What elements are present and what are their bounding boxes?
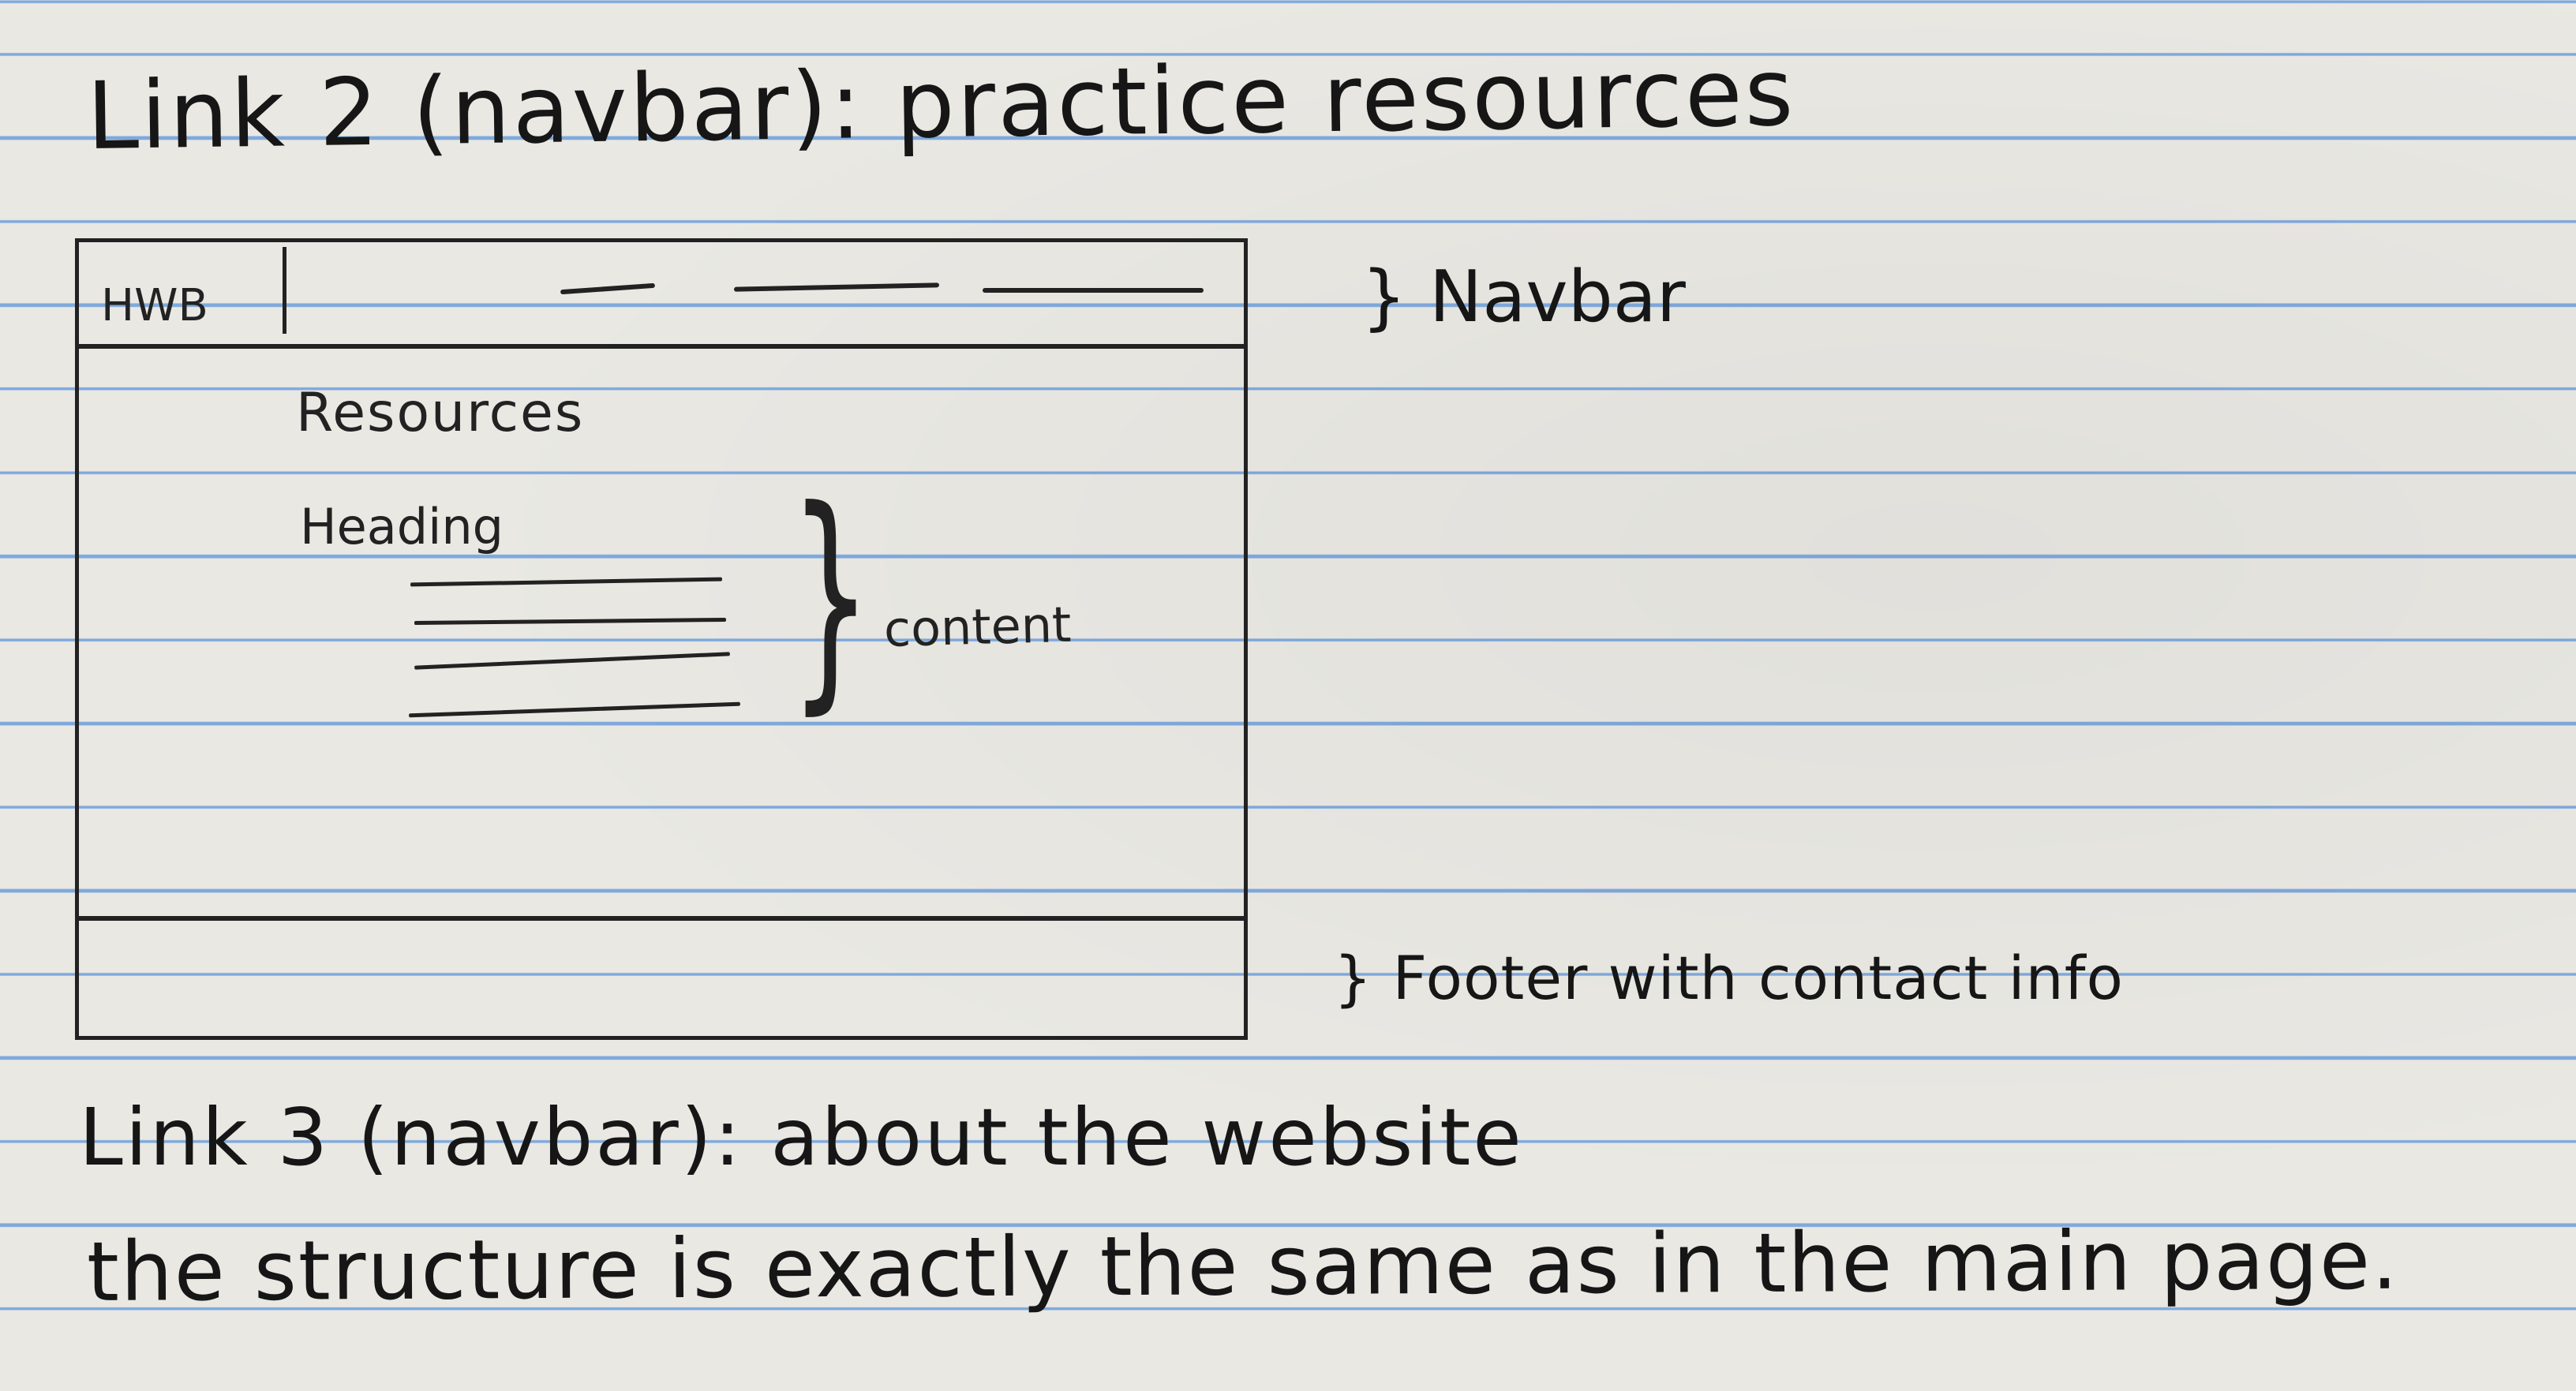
content-line xyxy=(410,577,723,587)
heading-link-2: Link 2 (navbar): practice resources xyxy=(86,37,1796,170)
nav-link-placeholder-1 xyxy=(560,282,656,295)
content-line xyxy=(414,652,730,670)
content-line xyxy=(414,617,727,626)
navbar-logo-divider xyxy=(283,247,286,334)
content-brace: } xyxy=(789,459,872,735)
page-wireframe: HWB Resources Heading } content xyxy=(75,238,1248,1040)
nav-link-placeholder-2 xyxy=(733,282,940,292)
nav-link-placeholder-3 xyxy=(983,288,1204,293)
resources-title: Resources xyxy=(296,382,585,444)
wireframe-footer xyxy=(79,916,1244,1036)
content-label: content xyxy=(883,595,1073,658)
navbar-logo: HWB xyxy=(101,280,208,331)
wireframe-navbar: HWB xyxy=(79,242,1244,349)
heading-link-3: Link 3 (navbar): about the website xyxy=(79,1091,1524,1183)
content-line xyxy=(409,701,740,718)
navbar-annotation: } Navbar xyxy=(1361,256,1686,338)
footer-annotation: } Footer with contact info xyxy=(1334,943,2124,1013)
closing-note: the structure is exactly the same as in … xyxy=(86,1211,2400,1320)
heading-placeholder: Heading xyxy=(300,498,504,555)
